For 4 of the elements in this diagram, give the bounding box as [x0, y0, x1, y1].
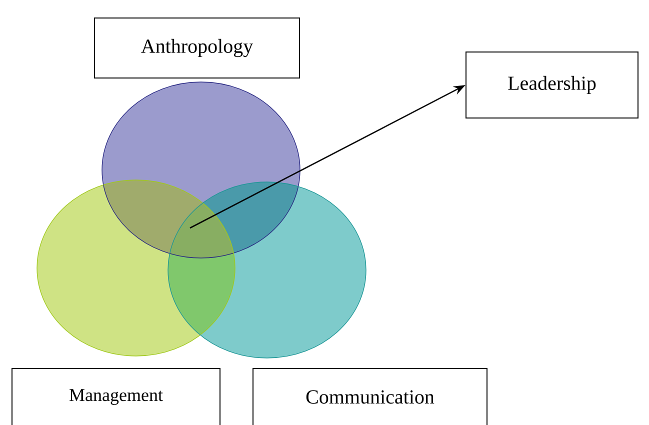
label-box: Communication — [252, 368, 488, 425]
label-box: Anthropology — [94, 18, 300, 78]
label-box: Management — [12, 368, 220, 425]
label-box: Leadership — [466, 52, 638, 118]
